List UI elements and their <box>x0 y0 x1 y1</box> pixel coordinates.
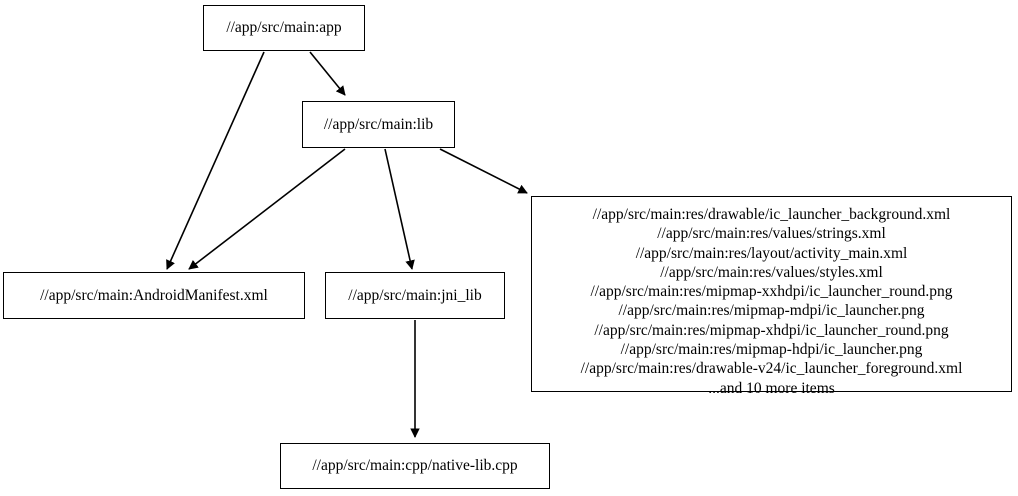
res-item: //app/src/main:res/mipmap-xxhdpi/ic_laun… <box>590 283 953 301</box>
edge-lib-to-manifest <box>188 148 346 270</box>
edge-lib-to-res <box>439 148 528 194</box>
edge-app-to-manifest <box>166 51 265 270</box>
res-item: //app/src/main:res/mipmap-hdpi/ic_launch… <box>620 341 923 359</box>
node-app-label: //app/src/main:app <box>226 19 342 37</box>
node-native-lib-cpp-label: //app/src/main:cpp/native-lib.cpp <box>312 457 518 475</box>
res-item: //app/src/main:res/drawable-v24/ic_launc… <box>580 360 963 378</box>
node-android-manifest[interactable]: //app/src/main:AndroidManifest.xml <box>3 272 305 319</box>
node-native-lib-cpp[interactable]: //app/src/main:cpp/native-lib.cpp <box>280 443 550 489</box>
node-jni-lib-label: //app/src/main:jni_lib <box>348 286 482 304</box>
res-item: //app/src/main:res/values/styles.xml <box>660 263 883 281</box>
node-app[interactable]: //app/src/main:app <box>203 5 365 51</box>
node-lib-label: //app/src/main:lib <box>323 115 434 133</box>
res-item: //app/src/main:res/layout/activity_main.… <box>635 244 908 262</box>
edge-app-to-lib <box>309 51 346 96</box>
edge-lib-to-jni-lib <box>384 148 415 270</box>
node-res-group[interactable]: //app/src/main:res/drawable/ic_launcher_… <box>531 196 1012 397</box>
res-more-items: ...and 10 more items <box>708 379 835 397</box>
res-item: //app/src/main:res/values/strings.xml <box>657 225 886 243</box>
res-item: //app/src/main:res/mipmap-xhdpi/ic_launc… <box>594 321 949 339</box>
node-jni-lib[interactable]: //app/src/main:jni_lib <box>325 272 505 319</box>
node-lib[interactable]: //app/src/main:lib <box>302 101 455 148</box>
res-item: //app/src/main:res/mipmap-mdpi/ic_launch… <box>618 302 925 320</box>
res-item: //app/src/main:res/drawable/ic_launcher_… <box>592 206 951 223</box>
node-android-manifest-label: //app/src/main:AndroidManifest.xml <box>40 286 268 304</box>
